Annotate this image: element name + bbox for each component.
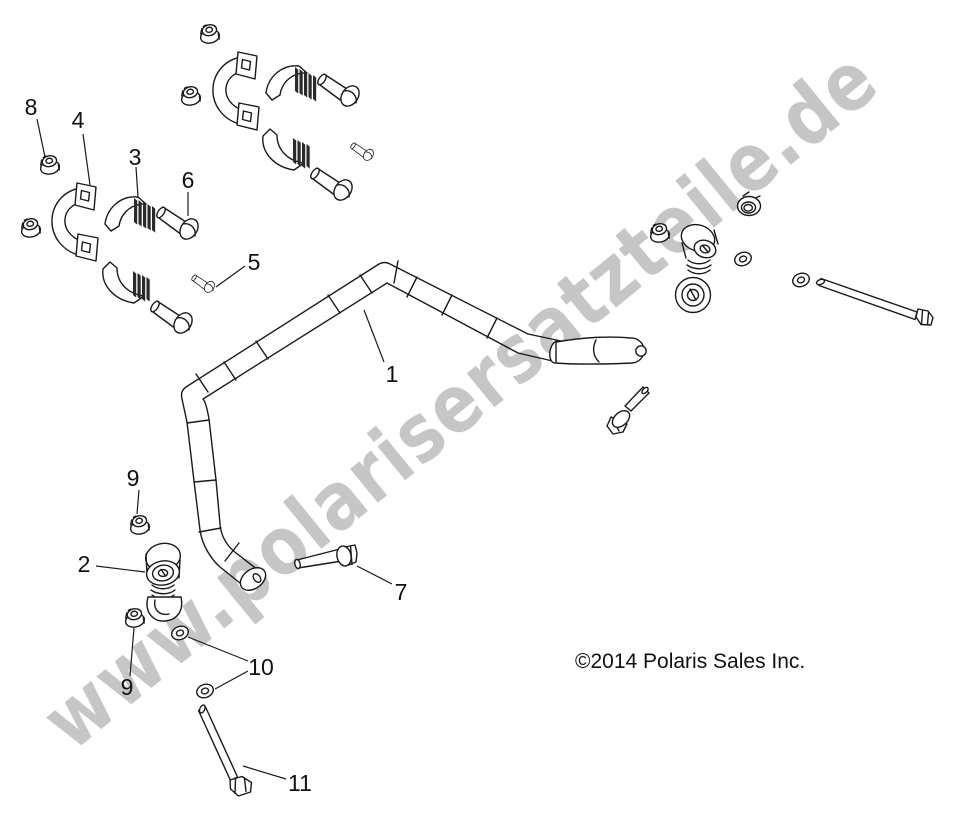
screw-5-left xyxy=(190,273,217,295)
callout-label: 11 xyxy=(288,770,312,796)
long-bolt-right xyxy=(815,277,934,326)
callout-label: 8 xyxy=(25,94,38,120)
callout-10: 10 xyxy=(187,636,274,690)
flange-nut-right-dome xyxy=(736,191,762,217)
callouts: 8 4 3 6 5 1 9 2 9 10 7 11 xyxy=(25,94,408,796)
flange-nut-top-a xyxy=(198,22,222,46)
round-bolt-6-left-a xyxy=(154,205,203,244)
callout-label: 9 xyxy=(121,674,134,700)
callout-6: 6 xyxy=(182,167,195,216)
stabilizer-bar xyxy=(180,260,647,591)
bushing-upper-left xyxy=(104,196,156,234)
flange-nut-top-b xyxy=(179,84,203,108)
callout-8: 8 xyxy=(25,94,46,158)
bushing-lower-left xyxy=(102,261,151,304)
long-bolt-bottom xyxy=(197,704,253,797)
link-bottom-left xyxy=(144,542,183,622)
bushing-lower-top xyxy=(262,128,311,171)
callout-label: 9 xyxy=(127,465,140,491)
callout-label: 4 xyxy=(72,107,85,133)
link-right xyxy=(674,223,719,314)
stabilizer-bar-arm xyxy=(549,336,647,365)
round-bolt-6-left-b xyxy=(148,299,197,338)
callout-9b: 9 xyxy=(121,627,135,700)
round-bolt-6-top-a xyxy=(315,72,364,111)
washer-right-b xyxy=(790,270,812,290)
tube-seams xyxy=(186,260,498,562)
washer-10b xyxy=(194,681,216,701)
callout-label: 10 xyxy=(248,654,274,680)
callout-label: 6 xyxy=(182,167,195,193)
callout-label: 5 xyxy=(248,249,261,275)
flange-nut-left-small xyxy=(19,216,43,240)
callout-2: 2 xyxy=(78,551,146,577)
bushing-upper-top xyxy=(265,65,317,103)
callout-5: 5 xyxy=(215,249,261,288)
flange-bolt-7 xyxy=(294,544,358,570)
callout-11: 11 xyxy=(242,765,312,796)
washer-right-a xyxy=(732,249,754,269)
callout-label: 2 xyxy=(78,551,91,577)
callout-label: 3 xyxy=(129,144,142,170)
clamp-top xyxy=(212,51,260,131)
copyright-text: ©2014 Polaris Sales Inc. xyxy=(575,650,805,673)
callout-1: 1 xyxy=(363,309,399,387)
callout-4: 4 xyxy=(72,107,91,186)
clamp-left xyxy=(51,182,99,262)
callout-7: 7 xyxy=(356,565,408,605)
flange-bolt-right xyxy=(606,386,650,435)
callout-label: 1 xyxy=(386,361,399,387)
flange-nut-9a xyxy=(128,513,152,537)
flange-nut-8 xyxy=(38,153,62,177)
callout-9a: 9 xyxy=(127,465,140,515)
round-bolt-6-top-b xyxy=(308,166,357,205)
callout-label: 7 xyxy=(395,579,408,605)
screw-5-top xyxy=(349,141,376,163)
callout-3: 3 xyxy=(129,144,142,198)
